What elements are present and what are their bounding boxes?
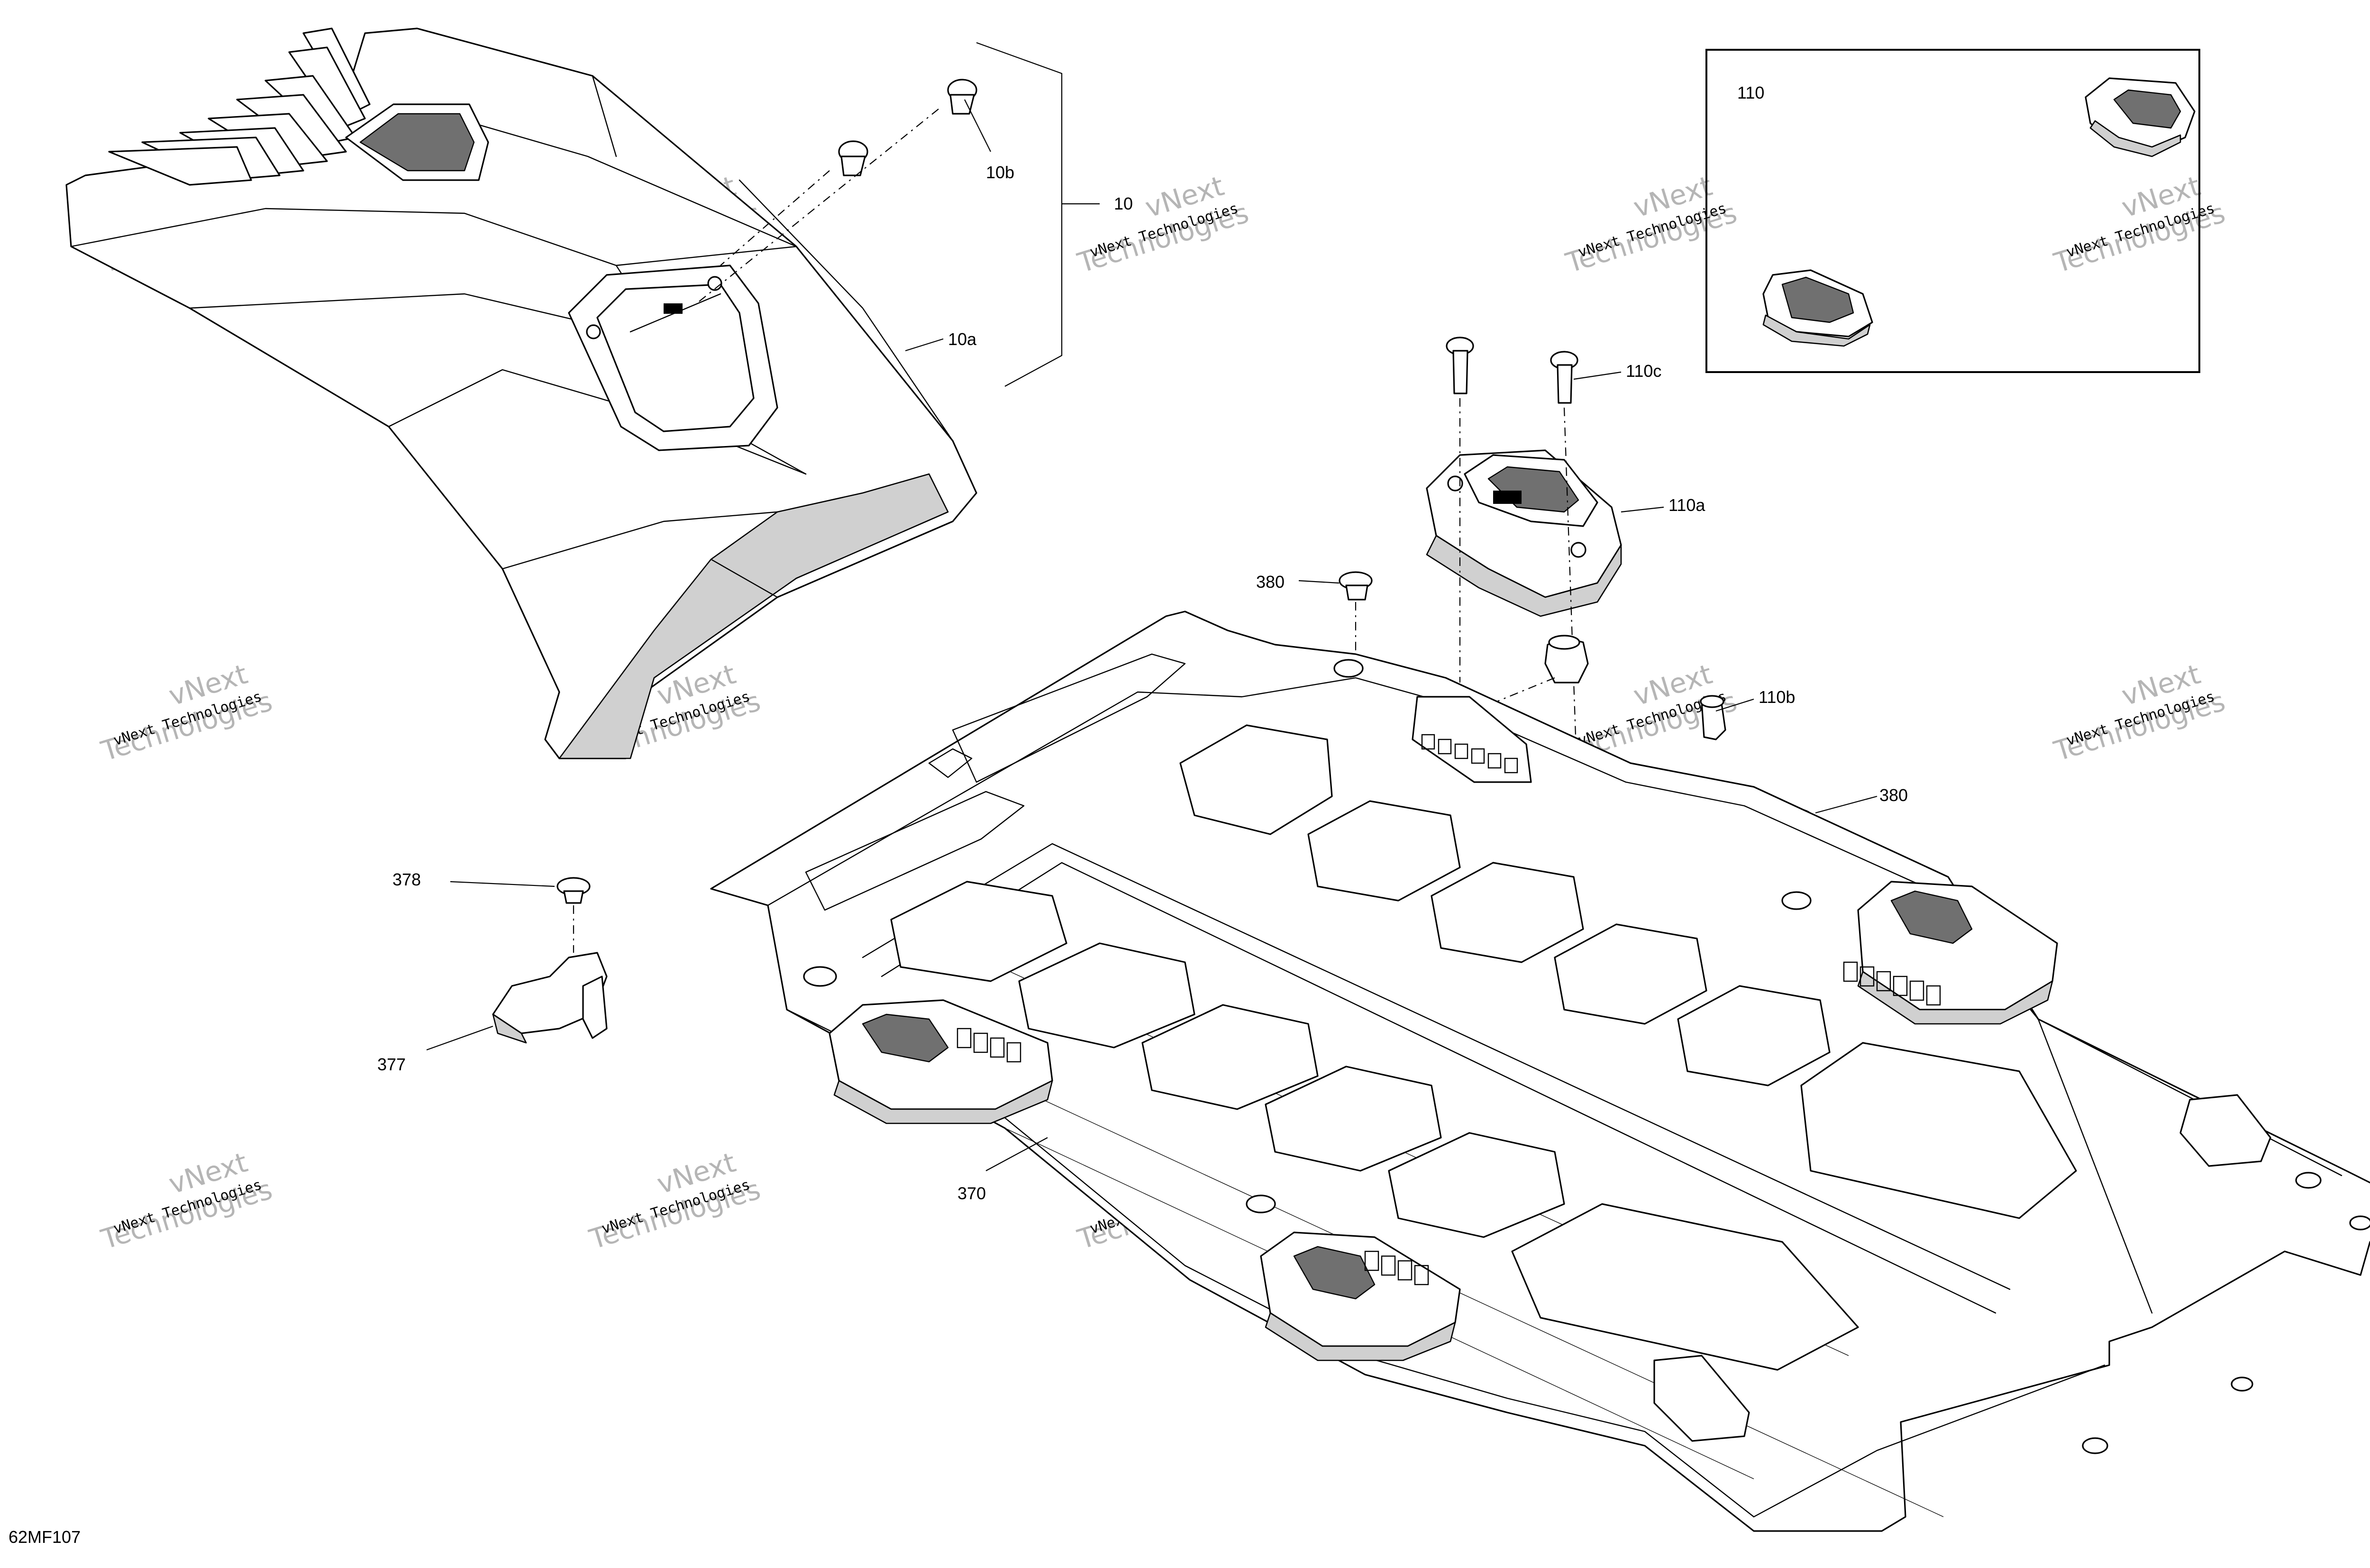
skid-plate-370 [710,611,2370,1532]
handle-110a [1426,449,1622,617]
callout-377: 377 [377,1055,406,1074]
seat-cover-part [65,27,977,759]
inset-label-110: 110 [1737,83,1764,102]
skid-plate-windows [890,724,2077,1371]
screw-10b-pair [838,79,977,176]
callout-110c: 110c [1626,361,1661,381]
callout-378: 378 [392,870,421,889]
callout-10b: 10b [986,163,1014,182]
inset-box-110 [1705,49,2200,373]
callout-380-right: 380 [1879,785,1908,805]
screw-110c-pair [1446,337,1578,404]
callout-10: 10 [1114,194,1133,213]
callout-10a: 10a [948,329,977,349]
figure-id: 62MF107 [9,1527,81,1547]
handle-left [829,999,1053,1124]
nut-110b-pair [1544,635,1726,740]
plug-378 [556,877,591,904]
seat-slats [108,27,371,186]
callout-370: 370 [957,1184,986,1203]
callout-380-top: 380 [1256,572,1285,592]
seat-handle-recess [568,264,778,451]
clip-377 [492,952,608,1044]
callout-110a: 110a [1668,495,1705,515]
callout-110b: 110b [1759,687,1795,707]
plug-380-top [1339,571,1373,601]
handle-center [1260,1231,1461,1361]
handle-right [1843,881,2058,1025]
